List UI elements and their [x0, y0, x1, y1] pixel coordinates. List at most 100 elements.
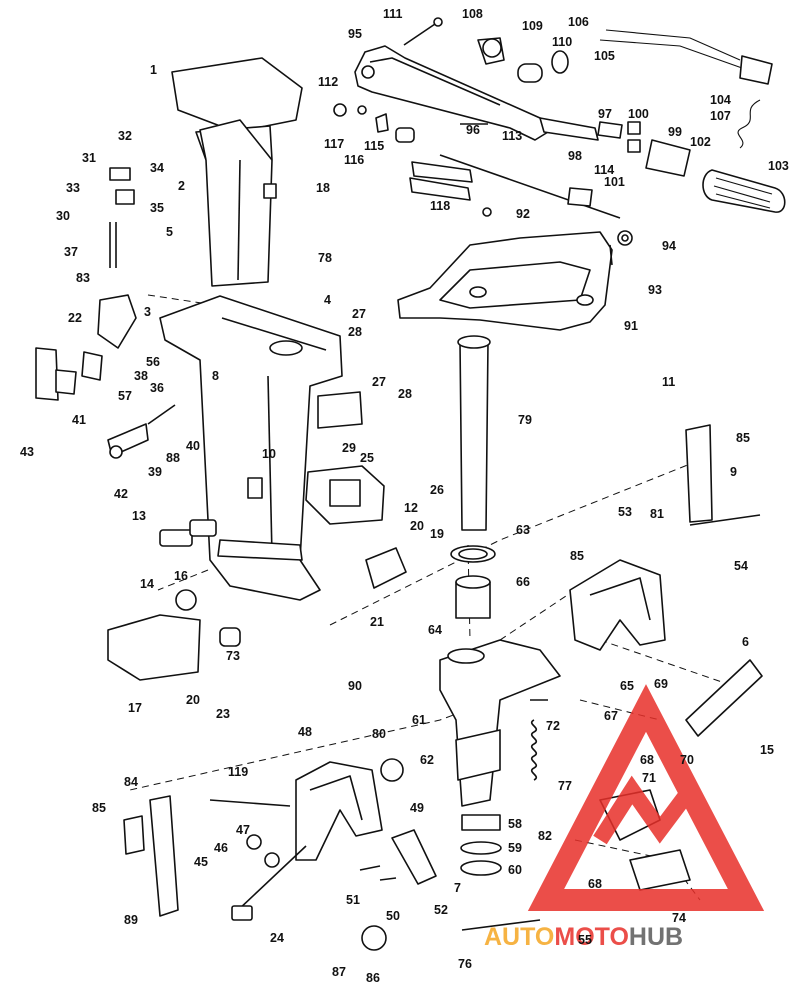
part-label: 89: [124, 913, 138, 927]
part-label: 45: [194, 855, 208, 869]
part-label: 114: [594, 163, 614, 177]
part-label: 43: [20, 445, 34, 459]
exhaust-housing: [171, 57, 303, 287]
part-label: 88: [166, 451, 180, 465]
part-label: 27: [352, 307, 366, 321]
part-label: 102: [690, 135, 711, 149]
watermark-text-auto: AUTO: [484, 923, 554, 951]
part-label: 84: [124, 775, 138, 789]
part-label: 85: [570, 549, 584, 563]
part-label: 8: [212, 369, 219, 383]
part-label: 17: [128, 701, 142, 715]
steering-bracket: [397, 230, 633, 331]
part-label: 53: [618, 505, 632, 519]
part-label: 59: [508, 841, 522, 855]
part-label: 48: [298, 725, 312, 739]
part-label: 113: [502, 129, 522, 143]
part-label: 85: [92, 801, 106, 815]
part-label: 60: [508, 863, 522, 877]
part-label: 35: [150, 201, 164, 215]
watermark-text-moto: MOTO: [554, 923, 629, 951]
part-label: 73: [226, 649, 240, 663]
part-label: 78: [318, 251, 332, 265]
part-label: 36: [150, 381, 164, 395]
part-label: 7: [454, 881, 461, 895]
part-callouts: 111 108 109 106 95 110 105 1 112 104 107…: [20, 7, 789, 985]
part-label: 80: [372, 727, 386, 741]
part-label: 68: [640, 753, 654, 767]
part-label: 26: [430, 483, 444, 497]
part-label: 94: [662, 239, 676, 253]
part-label: 111: [383, 7, 403, 21]
part-label: 33: [66, 181, 80, 195]
part-label: 82: [538, 829, 552, 843]
part-label: 52: [434, 903, 448, 917]
part-label: 100: [628, 107, 649, 121]
part-label: 101: [604, 175, 625, 189]
part-label: 10: [262, 447, 276, 461]
watermark-text-hub: HUB: [629, 923, 683, 951]
part-label: 85: [736, 431, 750, 445]
part-label: 117: [324, 137, 344, 151]
part-label: 115: [364, 139, 384, 153]
part-label: 92: [516, 207, 530, 221]
part-label: 27: [372, 375, 386, 389]
part-label: 1: [150, 63, 157, 77]
part-label: 2: [178, 179, 185, 193]
part-label: 110: [552, 35, 572, 49]
clamp-bracket-right: [569, 559, 666, 651]
part-label: 119: [228, 765, 248, 779]
tiller-hardware: [333, 29, 786, 213]
part-label: 105: [594, 49, 615, 63]
part-label: 34: [150, 161, 164, 175]
part-label: 64: [428, 623, 442, 637]
part-label: 107: [710, 109, 731, 123]
part-label: 74: [672, 911, 686, 925]
part-label: 28: [348, 325, 362, 339]
part-label: 70: [680, 753, 694, 767]
part-label: 9: [730, 465, 737, 479]
part-label: 103: [768, 159, 789, 173]
part-label: 5: [166, 225, 173, 239]
part-label: 50: [386, 909, 400, 923]
part-label: 90: [348, 679, 362, 693]
part-label: 41: [72, 413, 86, 427]
part-label: 29: [342, 441, 356, 455]
throttle-shaft: [409, 154, 621, 219]
left-controls: [35, 167, 241, 681]
part-label: 77: [558, 779, 572, 793]
part-label: 25: [360, 451, 374, 465]
part-label: 112: [318, 75, 338, 89]
swivel-bracket: [439, 639, 561, 807]
part-label: 93: [648, 283, 662, 297]
part-label: 6: [742, 635, 749, 649]
part-label: 67: [604, 709, 618, 723]
part-label: 54: [734, 559, 748, 573]
watermark-text: AUTOMOTOHUB: [484, 923, 683, 951]
part-label: 62: [420, 753, 434, 767]
part-label: 31: [82, 151, 96, 165]
part-label: 91: [624, 319, 638, 333]
part-label: 76: [458, 957, 472, 971]
part-label: 51: [346, 893, 360, 907]
part-label: 116: [344, 153, 364, 167]
part-label: 3: [144, 305, 151, 319]
part-label: 38: [134, 369, 148, 383]
part-label: 23: [216, 707, 230, 721]
part-label: 79: [518, 413, 532, 427]
part-label: 40: [186, 439, 200, 453]
part-label: 108: [462, 7, 483, 21]
part-label: 12: [404, 501, 418, 515]
part-label: 16: [174, 569, 188, 583]
part-label: 13: [132, 509, 146, 523]
part-label: 72: [546, 719, 560, 733]
part-label: 61: [412, 713, 426, 727]
part-label: 15: [760, 743, 774, 757]
part-label: 19: [430, 527, 444, 541]
part-label: 11: [662, 375, 675, 389]
part-label: 55: [578, 933, 592, 947]
clamp-bracket-left: [295, 761, 383, 861]
part-label: 69: [654, 677, 668, 691]
part-label: 39: [148, 465, 162, 479]
